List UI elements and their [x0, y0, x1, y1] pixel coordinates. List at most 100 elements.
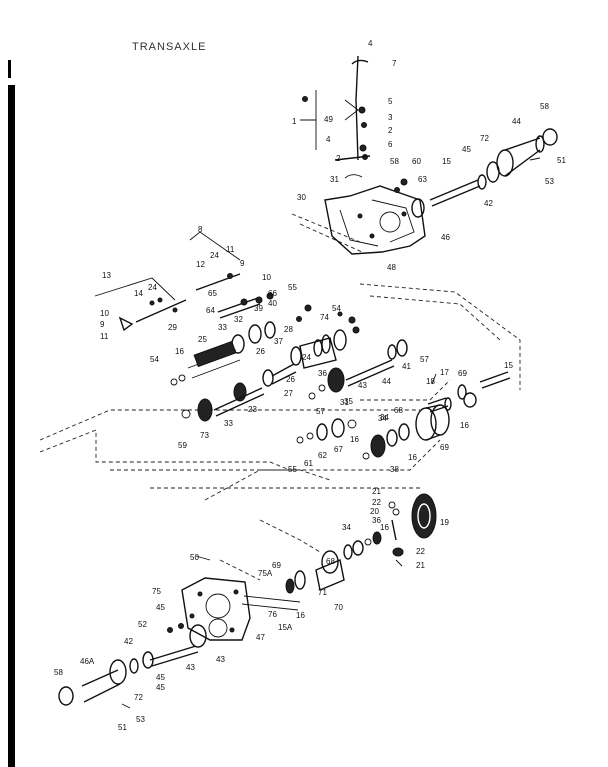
- label: 54: [150, 355, 159, 364]
- label: 2: [336, 154, 341, 163]
- label: 51: [118, 723, 127, 732]
- label: 14: [134, 289, 143, 298]
- label: 26: [256, 347, 265, 356]
- shift-lever-assembly: [300, 55, 371, 179]
- label: 57: [420, 355, 429, 364]
- label: 15: [504, 361, 513, 370]
- input-gear-shaft: [217, 292, 312, 322]
- label: 36: [372, 516, 381, 525]
- label: 19: [440, 518, 449, 527]
- label: 45: [156, 603, 165, 612]
- label: 27: [284, 389, 293, 398]
- differential-pinions: [285, 531, 382, 594]
- label: 51: [557, 156, 566, 165]
- label: 53: [136, 715, 145, 724]
- label: 40: [268, 299, 277, 308]
- label: 16: [408, 453, 417, 462]
- lower-axle-shaft: [58, 623, 207, 709]
- label: 10: [100, 309, 109, 318]
- label: 67: [334, 445, 343, 454]
- label: 59: [178, 441, 187, 450]
- label: 26: [286, 375, 295, 384]
- upper-axle-shaft: [394, 128, 558, 218]
- label: 9: [100, 320, 105, 329]
- label: 23: [248, 405, 257, 414]
- label: 25: [198, 335, 207, 344]
- label: 68: [394, 406, 403, 415]
- main-countershaft: [290, 311, 408, 400]
- label: 63: [418, 175, 427, 184]
- label: 58: [54, 668, 63, 677]
- label: 16: [296, 611, 305, 620]
- label: 60: [412, 157, 421, 166]
- label: 69: [440, 443, 449, 452]
- label: 7: [392, 59, 397, 68]
- label: 21: [416, 561, 425, 570]
- label: 45: [462, 145, 471, 154]
- label: 6: [388, 140, 393, 149]
- label: 11: [100, 332, 109, 341]
- label: 43: [186, 663, 195, 672]
- label: 58: [540, 102, 549, 111]
- label: 22: [372, 498, 381, 507]
- page-binding-mark: [8, 60, 11, 78]
- label: 16: [460, 421, 469, 430]
- page-binding-edge: [8, 85, 15, 767]
- label: 28: [284, 325, 293, 334]
- label: 74: [320, 313, 329, 322]
- label: 55: [288, 283, 297, 292]
- label: 54: [332, 304, 341, 313]
- label: 4: [368, 39, 373, 48]
- label: 44: [512, 117, 521, 126]
- label: 72: [480, 134, 489, 143]
- label: 75: [152, 587, 161, 596]
- label: 50: [190, 553, 199, 562]
- label: 4: [326, 135, 331, 144]
- label: 13: [102, 271, 111, 280]
- label: 31: [330, 175, 339, 184]
- label: 16: [175, 347, 184, 356]
- label: 18: [426, 377, 435, 386]
- label: 70: [334, 603, 343, 612]
- label: 66: [268, 289, 277, 298]
- label: 49: [324, 115, 333, 124]
- differential-ring-gear: [388, 493, 437, 567]
- label: 32: [234, 315, 243, 324]
- label: 46: [441, 233, 450, 242]
- label: 34: [342, 523, 351, 532]
- label: 34: [380, 413, 389, 422]
- label: 45: [156, 683, 165, 692]
- label: 1: [292, 117, 297, 126]
- left-shift-rod-group: [94, 231, 241, 332]
- label: 57: [316, 407, 325, 416]
- label: 34: [378, 414, 387, 423]
- upper-housing: [324, 185, 426, 255]
- label: 43: [216, 655, 225, 664]
- label: 29: [168, 323, 177, 332]
- label: 48: [387, 263, 396, 272]
- label: 58: [390, 157, 399, 166]
- label: 36: [318, 369, 327, 378]
- label: 47: [256, 633, 265, 642]
- label: 20: [370, 507, 379, 516]
- label: 15A: [278, 623, 293, 632]
- label: 8: [198, 225, 203, 234]
- label: 3: [388, 113, 393, 122]
- label: 52: [138, 620, 147, 629]
- label: 33: [218, 323, 227, 332]
- diagram-title: TRANSAXLE: [132, 41, 206, 53]
- label: 12: [196, 260, 205, 269]
- label: 37: [274, 337, 283, 346]
- label: 16: [380, 523, 389, 532]
- label: 35: [344, 397, 353, 406]
- label: 42: [484, 199, 493, 208]
- label: 17: [440, 368, 449, 377]
- label: 10: [262, 273, 271, 282]
- label: 75A: [258, 569, 273, 578]
- label: 11: [226, 245, 235, 254]
- label: 61: [304, 459, 313, 468]
- label: 21: [372, 487, 381, 496]
- label: 46A: [80, 657, 95, 666]
- label: 9: [240, 259, 245, 268]
